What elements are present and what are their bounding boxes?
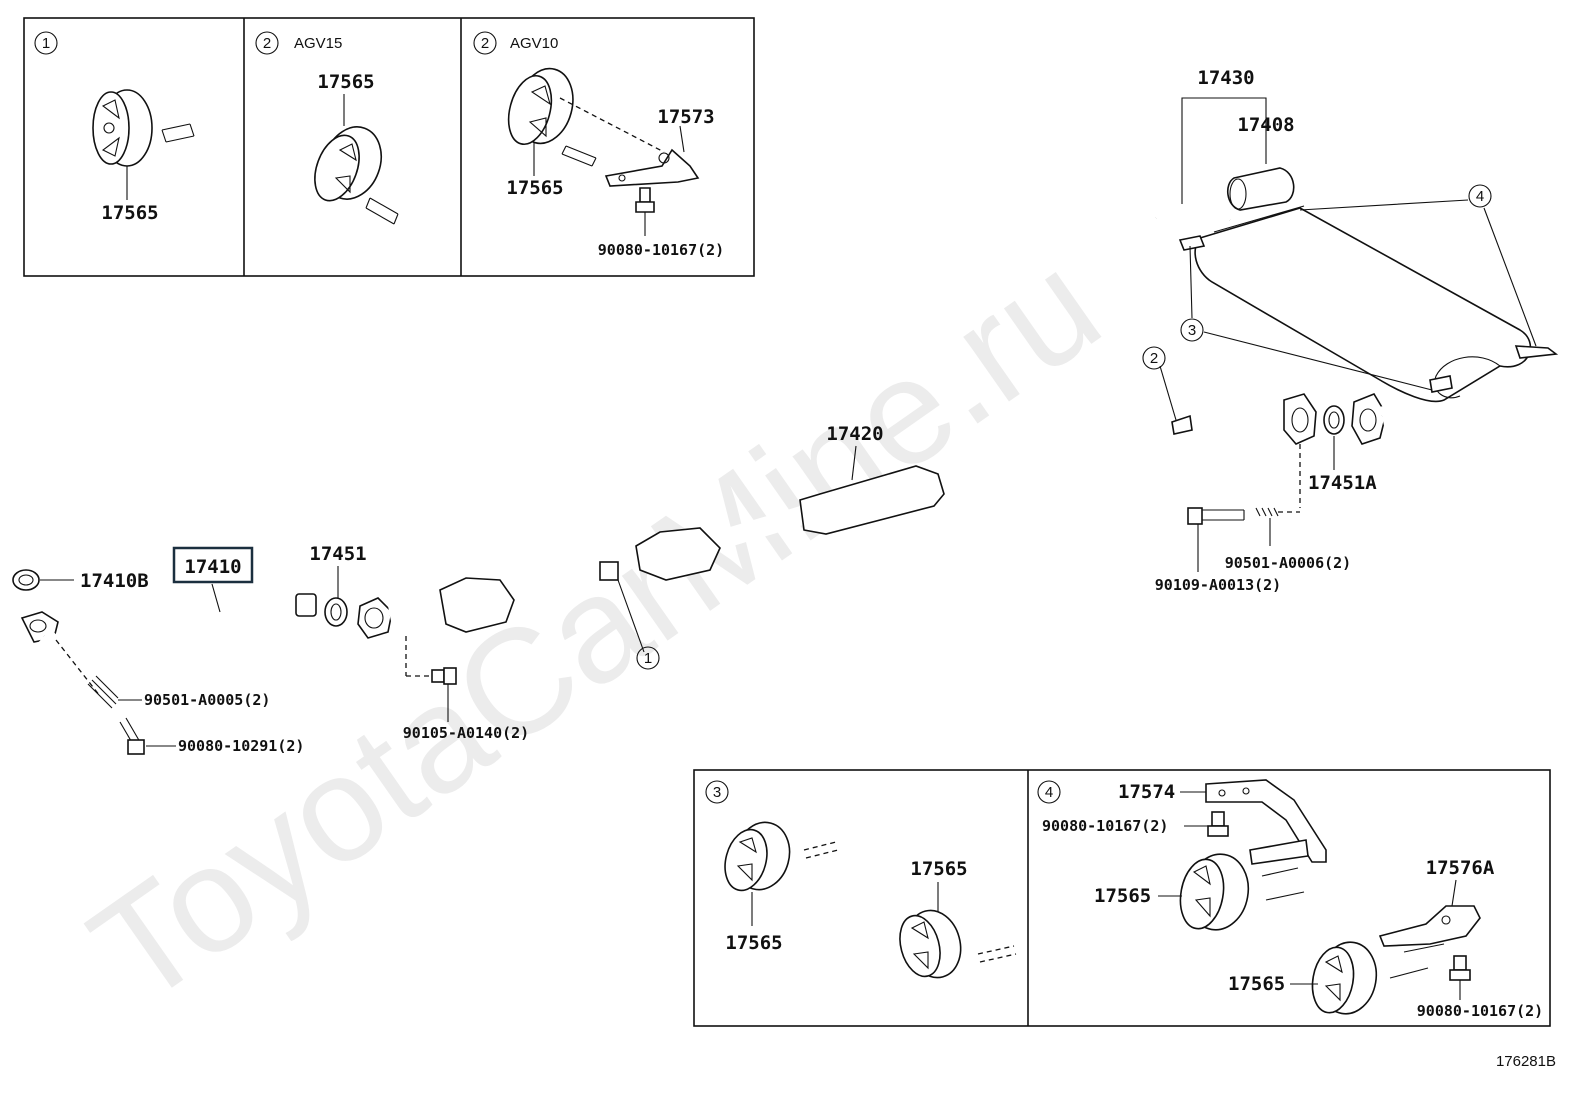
inset-4: 4 17574 90080-10167(2) 17565 (1037, 779, 1543, 1020)
hanger-rubber (724, 821, 791, 892)
label-17574: 17574 (1118, 781, 1175, 803)
callout-1: 1 (644, 650, 652, 667)
label-90080-10291: 90080-10291(2) (178, 737, 304, 755)
hanger-bracket (1178, 235, 1206, 251)
flange (357, 597, 393, 639)
bolt (1453, 955, 1467, 971)
label-90080-10167: 90080-10167(2) (1042, 817, 1168, 835)
hanger-rubber (1179, 853, 1250, 931)
label-17410: 17410 (184, 556, 241, 578)
gasket-ring (1323, 405, 1345, 435)
hanger-bracket (604, 148, 700, 187)
catalytic-converter (439, 577, 515, 633)
label-17565: 17565 (725, 932, 782, 954)
label-90080-10167: 90080-10167(2) (1417, 1002, 1543, 1020)
gasket-ring (324, 597, 348, 627)
highlight-box (172, 546, 254, 584)
hanger-rubber (1311, 941, 1378, 1015)
resonator (799, 465, 945, 535)
tail-section: 17430 17408 3 4 (1149, 67, 1559, 445)
inset-3-number: 3 (713, 784, 721, 801)
inset-4-number: 4 (1045, 784, 1053, 801)
label-17410B: 17410B (80, 570, 149, 592)
spring (1255, 507, 1279, 517)
label-17573: 17573 (657, 106, 714, 128)
hanger-rubber (92, 89, 153, 167)
label-17451: 17451 (309, 543, 366, 565)
label-90105-A0140: 90105-A0140(2) (403, 724, 529, 742)
front-pipe (20, 588, 317, 678)
hanger-bracket (1514, 345, 1559, 359)
label-90501-A0006: 90501-A0006(2) (1225, 554, 1351, 572)
muffler (1194, 207, 1532, 403)
inset-panel-bottom: 3 17565 17565 4 (693, 769, 1551, 1027)
label-17420: 17420 (826, 423, 883, 445)
hanger-rubber (314, 126, 382, 202)
center-section: 1 2 17420 90105-A0140(2) 17451A 90501-A0… (357, 346, 1377, 742)
hanger-bracket (1378, 905, 1481, 953)
tail-tip (1227, 167, 1295, 211)
callout-2: 2 (1150, 350, 1158, 367)
inset-2-number: 2 (481, 35, 489, 52)
bolt (431, 669, 445, 683)
inset-variant-agv10: AGV10 (510, 35, 558, 52)
bolt (1211, 811, 1225, 827)
label-17565: 17565 (317, 71, 374, 93)
gasket-ring (12, 569, 40, 591)
hanger-bracket (599, 561, 619, 581)
callout-3: 3 (1188, 322, 1196, 339)
hanger-rubber (507, 67, 574, 146)
hanger-bracket (1171, 414, 1193, 435)
label-17565: 17565 (101, 202, 158, 224)
diagram-id: 176281B (1496, 1053, 1556, 1070)
label-17565: 17565 (506, 177, 563, 199)
inset-panel-top: 1 17565 2 AGV15 17565 (23, 17, 755, 277)
label-17408: 17408 (1237, 114, 1294, 136)
label-90501-A0005: 90501-A0005(2) (144, 691, 270, 709)
catalytic-converter (635, 527, 721, 581)
hanger-rubber (899, 909, 962, 979)
inset-1-number: 1 (42, 35, 50, 52)
inset-1: 1 17565 (34, 31, 195, 224)
inset-variant-agv15: AGV15 (294, 35, 342, 52)
hanger-bracket (1205, 779, 1327, 865)
inset-2-agv10: 2 AGV10 17573 17565 90080-1 (473, 31, 724, 259)
hanger-bracket (1429, 375, 1453, 393)
label-17565: 17565 (1228, 973, 1285, 995)
label-90080-10167: 90080-10167(2) (598, 241, 724, 259)
label-17576A: 17576A (1426, 857, 1495, 879)
bolt (635, 187, 655, 213)
inset-3: 3 17565 17565 (705, 780, 1017, 979)
inset-2-number: 2 (263, 35, 271, 52)
front-section: 17410B 17410 90501-A0005(2) 90080-10291(… (12, 543, 367, 755)
bolt (1187, 507, 1203, 525)
label-17565: 17565 (910, 858, 967, 880)
callout-4: 4 (1476, 188, 1484, 205)
label-90109-A0013: 90109-A0013(2) (1155, 576, 1281, 594)
label-17565: 17565 (1094, 885, 1151, 907)
flange (1351, 393, 1387, 445)
label-17451A: 17451A (1308, 472, 1377, 494)
label-17430: 17430 (1197, 67, 1254, 89)
inset-2-agv15: 2 AGV15 17565 (255, 31, 399, 225)
flange (1283, 393, 1317, 445)
spring (87, 675, 119, 709)
